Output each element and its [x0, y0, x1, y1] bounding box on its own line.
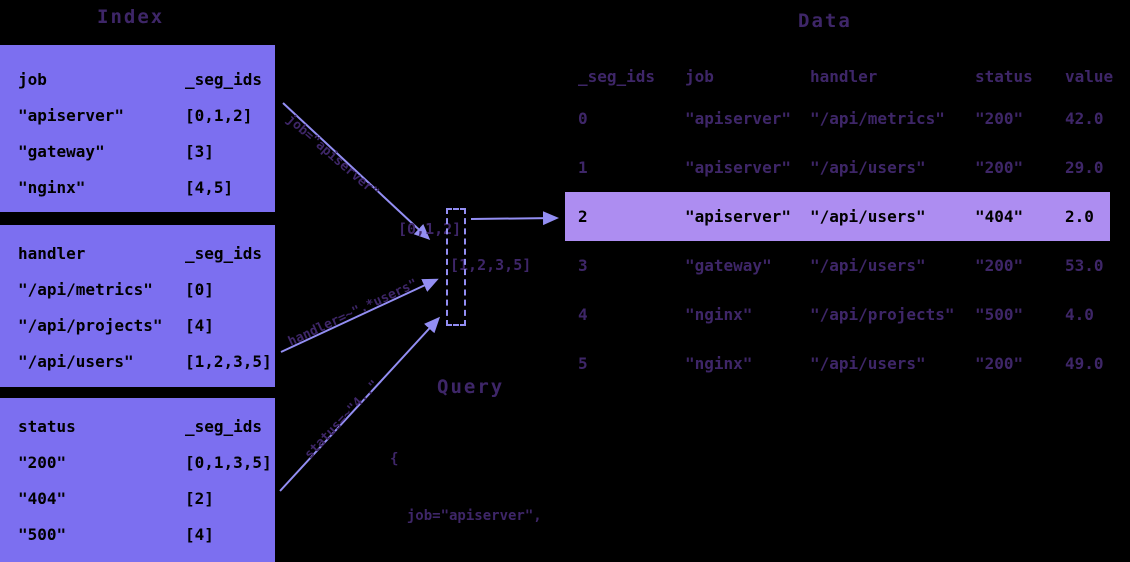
index-col-name: handler [18, 243, 86, 263]
index-key: "/api/projects" [18, 315, 163, 335]
index-key: "/api/users" [18, 351, 134, 371]
index-row: "200" [0,1,3,5] [18, 444, 272, 480]
index-key: "500" [18, 524, 67, 544]
cell-handler: "/api/projects" [810, 305, 955, 324]
index-segids: [1,2,3,5] [185, 351, 272, 371]
header-job: job [685, 66, 714, 86]
query-section-title: Query [437, 376, 505, 398]
cell-status: "200" [975, 158, 1024, 177]
index-key: "/api/metrics" [18, 279, 153, 299]
header-handler: handler [810, 66, 878, 86]
arrow-label-handler-selector: handler=~".*users" [286, 276, 421, 350]
index-key: "200" [18, 452, 67, 472]
cell-segid: 1 [578, 158, 588, 177]
header-segids: _seg_ids [578, 66, 656, 86]
cell-job: "apiserver" [685, 207, 791, 226]
cell-handler: "/api/users" [810, 256, 926, 275]
index-row: "gateway" [3] [18, 133, 267, 169]
data-table-row: 5 "nginx" "/api/users" "200" 49.0 [565, 339, 1110, 388]
data-table: _seg_ids job handler status value 0 "api… [565, 58, 1114, 388]
cell-value: 29.0 [1065, 158, 1104, 177]
index-row: "/api/projects" [4] [18, 307, 267, 343]
cell-segid: 2 [578, 207, 588, 226]
cell-handler: "/api/users" [810, 354, 926, 373]
cell-value: 49.0 [1065, 354, 1104, 373]
arrow-intersection-to-row [470, 211, 559, 226]
index-col-segids: _seg_ids [185, 69, 263, 89]
index-table-header: status _seg_ids [18, 408, 267, 444]
index-table-job: job _seg_ids "apiserver" [0,1,2] "gatewa… [0, 45, 275, 212]
header-status: status [975, 66, 1033, 86]
cell-status: "404" [975, 207, 1024, 226]
index-segids: [3] [185, 141, 214, 161]
cell-job: "gateway" [685, 256, 772, 275]
arrow-label-job-selector: job="apiserver" [283, 112, 382, 201]
cell-status: "200" [975, 109, 1024, 128]
index-row: "nginx" [4,5] [18, 169, 267, 205]
query-line: job="apiserver", [390, 508, 542, 524]
query-expression: { job="apiserver", handler=~".*users", s… [390, 412, 567, 562]
query-line: { [390, 451, 399, 467]
index-table-header: job _seg_ids [18, 61, 267, 97]
cell-value: 4.0 [1065, 305, 1094, 324]
cell-segid: 0 [578, 109, 588, 128]
cell-job: "apiserver" [685, 158, 791, 177]
cell-handler: "/api/users" [810, 158, 926, 177]
header-value: value [1065, 66, 1114, 86]
index-segids: [0,1,2] [185, 105, 253, 125]
index-col-segids: _seg_ids [185, 243, 263, 263]
arrow-label-status-selector: status=~"4.." [302, 377, 383, 463]
cell-handler: "/api/users" [810, 207, 926, 226]
cell-handler: "/api/metrics" [810, 109, 945, 128]
intersection-box [446, 208, 466, 326]
cell-status: "500" [975, 305, 1024, 324]
intersection-handler-ids: [1,2,3,5] [450, 256, 532, 274]
cell-status: "200" [975, 256, 1024, 275]
index-key: "apiserver" [18, 105, 124, 125]
data-table-header: _seg_ids job handler status value [565, 58, 1114, 94]
cell-value: 2.0 [1065, 207, 1094, 226]
cell-segid: 4 [578, 305, 588, 324]
cell-job: "apiserver" [685, 109, 791, 128]
index-segids: [4] [185, 315, 214, 335]
data-table-row: 1 "apiserver" "/api/users" "200" 29.0 [565, 143, 1110, 192]
index-segids: [0,1,3,5] [185, 452, 272, 472]
index-table-header: handler _seg_ids [18, 235, 267, 271]
index-segids: [4] [185, 524, 214, 544]
index-segids: [4,5] [185, 177, 234, 197]
data-table-row: 3 "gateway" "/api/users" "200" 53.0 [565, 241, 1110, 290]
index-row: "/api/users" [1,2,3,5] [18, 343, 272, 379]
index-row: "apiserver" [0,1,2] [18, 97, 267, 133]
index-col-segids: _seg_ids [185, 416, 263, 436]
index-key: "404" [18, 488, 67, 508]
index-row: "/api/metrics" [0] [18, 271, 267, 307]
index-col-name: status [18, 416, 76, 436]
cell-segid: 3 [578, 256, 588, 275]
index-col-name: job [18, 69, 47, 89]
index-section-title: Index [97, 6, 165, 28]
index-table-status: status _seg_ids "200" [0,1,3,5] "404" [2… [0, 398, 275, 562]
index-key: "gateway" [18, 141, 105, 161]
index-row: "404" [2] [18, 480, 267, 516]
index-segids: [0] [185, 279, 214, 299]
index-key: "nginx" [18, 177, 86, 197]
index-table-handler: handler _seg_ids "/api/metrics" [0] "/ap… [0, 225, 275, 387]
cell-value: 53.0 [1065, 256, 1104, 275]
index-segids: [2] [185, 488, 214, 508]
data-table-row: 4 "nginx" "/api/projects" "500" 4.0 [565, 290, 1110, 339]
cell-job: "nginx" [685, 354, 753, 373]
index-row: "500" [4] [18, 516, 267, 552]
data-table-row: 2 "apiserver" "/api/users" "404" 2.0 [565, 192, 1110, 241]
data-section-title: Data [798, 10, 852, 32]
cell-segid: 5 [578, 354, 588, 373]
data-table-row: 0 "apiserver" "/api/metrics" "200" 42.0 [565, 94, 1110, 143]
cell-value: 42.0 [1065, 109, 1104, 128]
cell-job: "nginx" [685, 305, 753, 324]
cell-status: "200" [975, 354, 1024, 373]
